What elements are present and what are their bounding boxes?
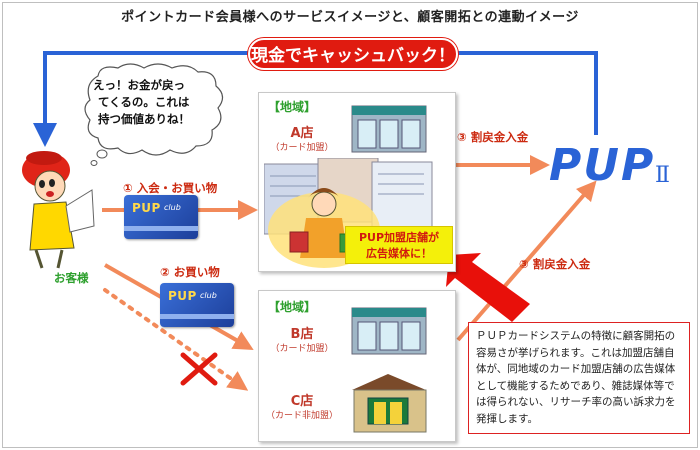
flow-label-rebate-a: ③ 割戻金入金 — [457, 130, 529, 144]
ad-media-badge: PUP加盟店舗が 広告媒体に！ — [345, 226, 453, 264]
store-b-building-icon — [351, 307, 427, 355]
flow-label-join-purchase: ① 入会・お買い物 — [123, 181, 218, 195]
flow-label-purchase: ② お買い物 — [160, 265, 220, 279]
arrow-rebate-b — [456, 180, 597, 342]
store-a-area: 【地域】 — [268, 100, 317, 114]
store-c-status: （カード非加盟） — [265, 411, 338, 421]
store-b-name: B店 — [290, 327, 314, 342]
customer-illustration — [22, 151, 95, 269]
store-b-status: （カード加盟） — [270, 344, 334, 354]
arrow-to-store-c — [103, 288, 249, 391]
diagram-title: ポイントカード会員様へのサービスイメージと、顧客開拓との連動イメージ — [121, 10, 579, 25]
speech-line-2: てくるの。これは — [98, 95, 190, 109]
store-a-status: （カード加盟） — [270, 143, 334, 153]
speech-line-3: 持つ価値ありね！ — [98, 112, 190, 126]
pup-logo: PUP Ⅱ — [549, 140, 670, 188]
ad-badge-line-2: 広告媒体に！ — [366, 247, 432, 260]
cross-mark — [180, 352, 218, 386]
store-c-name: C店 — [290, 394, 314, 409]
customer-label: お客様 — [54, 271, 89, 285]
point-card-1: PUP club — [124, 195, 198, 239]
speech-line-1: えっ！お金が戻っ — [93, 78, 185, 92]
store-a-building-icon — [351, 105, 427, 153]
flow-label-rebate-b: ③ 割戻金入金 — [519, 257, 591, 271]
card-club: club — [164, 203, 181, 212]
cashback-banner: 現金でキャッシュバック！ — [248, 38, 458, 70]
pup-logo-text: PUP — [549, 140, 655, 188]
pup-logo-suffix: Ⅱ — [655, 163, 670, 188]
card-logo: PUP — [132, 201, 161, 215]
card-club: club — [200, 291, 217, 300]
store-b-area: 【地域】 — [268, 300, 317, 314]
description-box: ＰＵＰカードシステムの特徴に顧客開拓の容易さが挙げられます。これは加盟店舗自体が… — [468, 322, 690, 434]
point-card-2: PUP club — [160, 283, 234, 327]
card-logo: PUP — [168, 289, 197, 303]
store-a-name: A店 — [290, 126, 314, 141]
ad-badge-line-1: PUP加盟店舗が — [358, 231, 440, 244]
ad-effect-arrow — [446, 253, 530, 322]
speech-bubble — [84, 63, 224, 166]
store-c-building-icon — [352, 374, 427, 433]
